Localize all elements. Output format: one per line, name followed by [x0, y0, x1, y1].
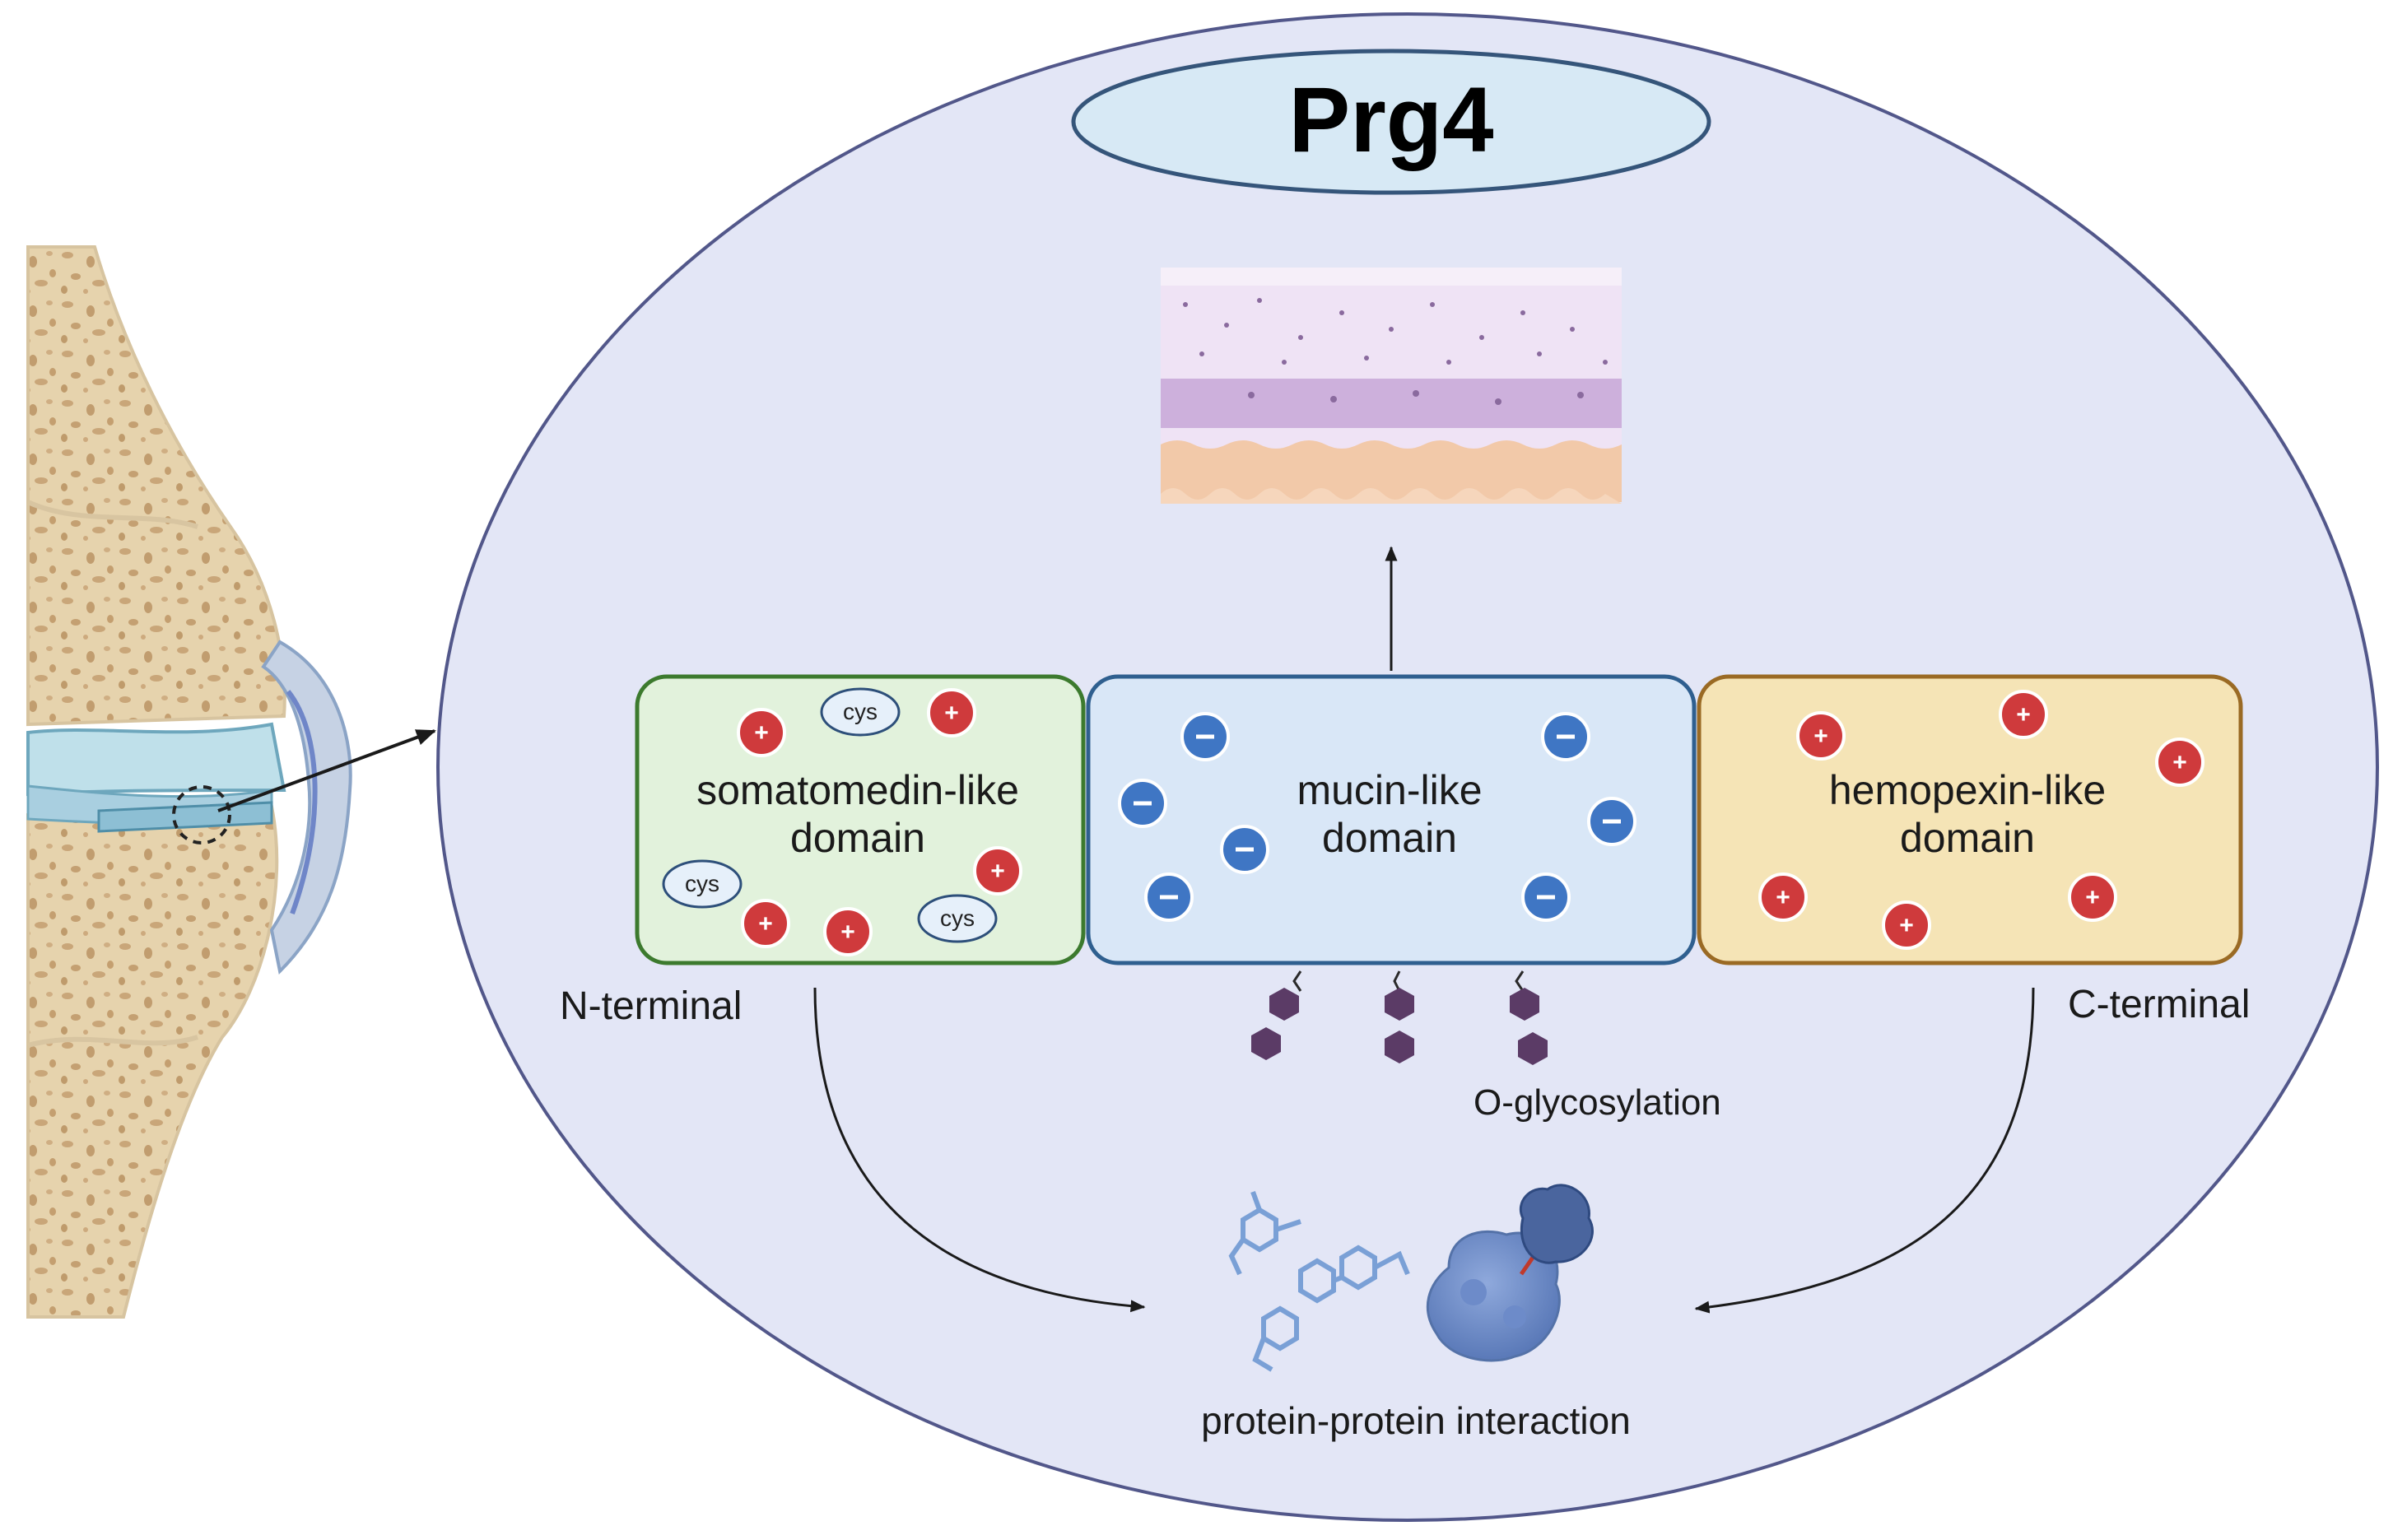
svg-text:+: +	[1776, 884, 1790, 911]
o-glycosylation-label: O-glycosylation	[1474, 1082, 1721, 1123]
n-terminal-arrow-icon	[813, 987, 1146, 1313]
domain-label-line2: domain	[1322, 814, 1457, 861]
cysteine-icon	[662, 687, 998, 943]
cys-label: cys	[940, 905, 975, 931]
domain-label-line1: mucin-like	[1297, 767, 1483, 813]
small-molecule-icon	[1228, 1190, 1410, 1372]
svg-text:+: +	[758, 910, 773, 937]
c-terminal-arrow-icon	[1694, 987, 2035, 1314]
svg-text:+: +	[990, 858, 1005, 885]
negative-charge-icon	[1118, 712, 1636, 922]
svg-text:+: +	[2085, 884, 2100, 911]
svg-text:+: +	[840, 919, 855, 946]
protein-interaction-label: protein-protein interaction	[1201, 1399, 1631, 1442]
domain-label-line1: somatomedin-like	[696, 767, 1019, 813]
positive-charge-icon: + + + + + + + + + + +	[737, 688, 2204, 956]
cys-label: cys	[843, 699, 878, 724]
n-terminal-label: N-terminal	[560, 984, 743, 1028]
title-ellipse	[1071, 49, 1711, 195]
cartilage-tissue	[1161, 268, 1622, 504]
svg-text:+: +	[1813, 723, 1828, 750]
joint-illustration	[26, 245, 436, 1319]
svg-text:+: +	[944, 700, 959, 727]
zoom-arrow-icon	[217, 729, 436, 812]
somatomedin-domain-label: somatomedin-like domain	[696, 767, 1019, 862]
domain-label-line1: hemopexin-like	[1828, 767, 2107, 813]
protein-complex-icon	[1426, 1184, 1594, 1362]
domain-label-line2: domain	[789, 814, 925, 861]
page-title: Prg4	[1288, 68, 1494, 171]
cys-label: cys	[685, 871, 719, 896]
svg-text:+: +	[1899, 912, 1914, 939]
hemopexin-domain-label: hemopexin-like domain	[1829, 767, 2106, 862]
c-terminal-label: C-terminal	[2068, 983, 2251, 1026]
svg-text:+: +	[2172, 749, 2187, 776]
domain-label-line2: domain	[1900, 814, 2035, 861]
svg-text:+: +	[754, 719, 769, 747]
glycan-icon	[1251, 970, 1548, 1065]
mucin-domain-label: mucin-like domain	[1297, 767, 1482, 862]
svg-text:+: +	[2016, 701, 2031, 728]
